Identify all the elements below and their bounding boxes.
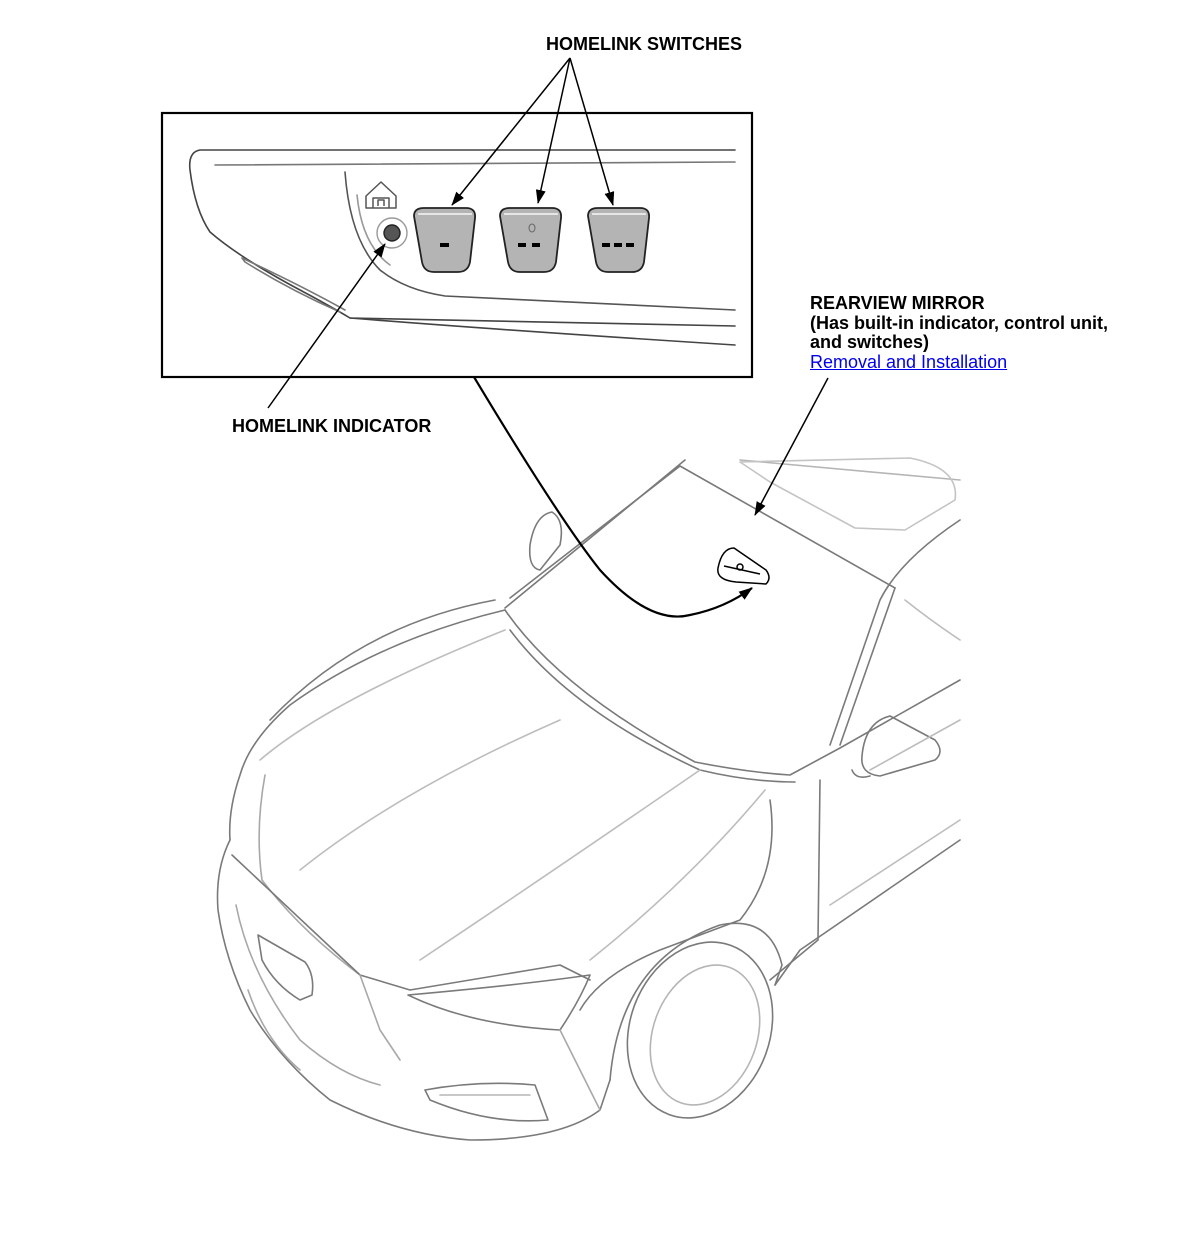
mirror-on-windshield: [717, 547, 770, 585]
switches-leader-2: [535, 57, 571, 204]
homelink-switches-label: HOMELINK SWITCHES: [546, 34, 742, 54]
car-illustration: [216, 457, 961, 1141]
mirror-detail: [188, 149, 736, 346]
rearview-mirror-note-line2: and switches): [810, 332, 930, 352]
double-dash-icon: [518, 243, 540, 247]
leader-lines: [267, 57, 829, 516]
switches-leader-3: [569, 57, 615, 206]
callout-curve: [473, 376, 753, 618]
indicator-leader: [267, 243, 386, 409]
homelink-switch-2[interactable]: [499, 207, 562, 273]
homelink-switch-1[interactable]: [413, 207, 476, 273]
rearview-mirror-note-line1: (Has built-in indicator, control unit,: [810, 312, 1108, 333]
removal-installation-link[interactable]: Removal and Installation: [810, 351, 1008, 372]
rearview-mirror-callout: REARVIEW MIRROR (Has built-in indicator,…: [810, 293, 1108, 372]
mirror-leader: [754, 377, 829, 516]
home-icon: [365, 181, 397, 209]
switches-leader-1: [451, 57, 571, 206]
homelink-indicator-led: [376, 217, 408, 249]
single-dash-icon: [440, 243, 449, 247]
homelink-switch-3[interactable]: [587, 207, 650, 273]
detail-inset-frame: [160, 111, 754, 379]
triple-dash-icon: [602, 243, 634, 247]
homelink-indicator-label: HOMELINK INDICATOR: [232, 416, 432, 436]
rearview-mirror-title: REARVIEW MIRROR: [810, 293, 985, 313]
